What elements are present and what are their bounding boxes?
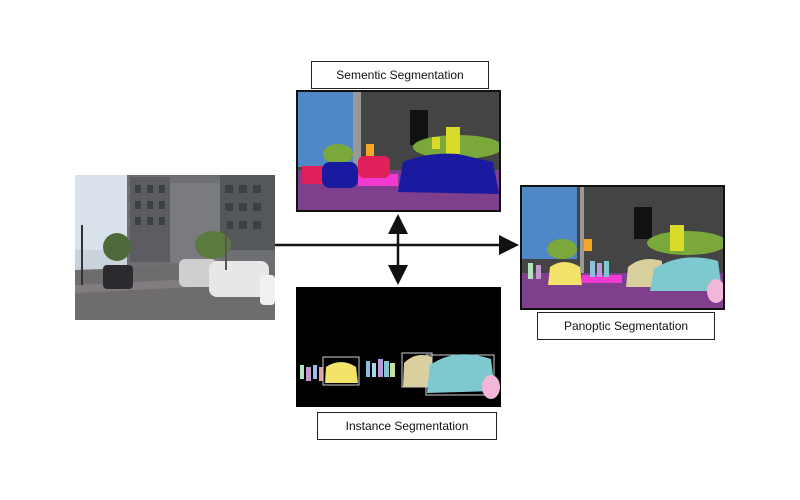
- instance-segmentation-label: Instance Segmentation: [317, 412, 497, 440]
- panoptic-segmentation-map: [520, 185, 725, 310]
- panoptic-segmentation-label: Panoptic Segmentation: [537, 312, 715, 340]
- semantic-segmentation-map: [296, 90, 501, 212]
- original-street-photo: [75, 175, 275, 320]
- instance-segmentation-map: [296, 287, 501, 407]
- semantic-segmentation-label: Sementic Segmentation: [311, 61, 489, 89]
